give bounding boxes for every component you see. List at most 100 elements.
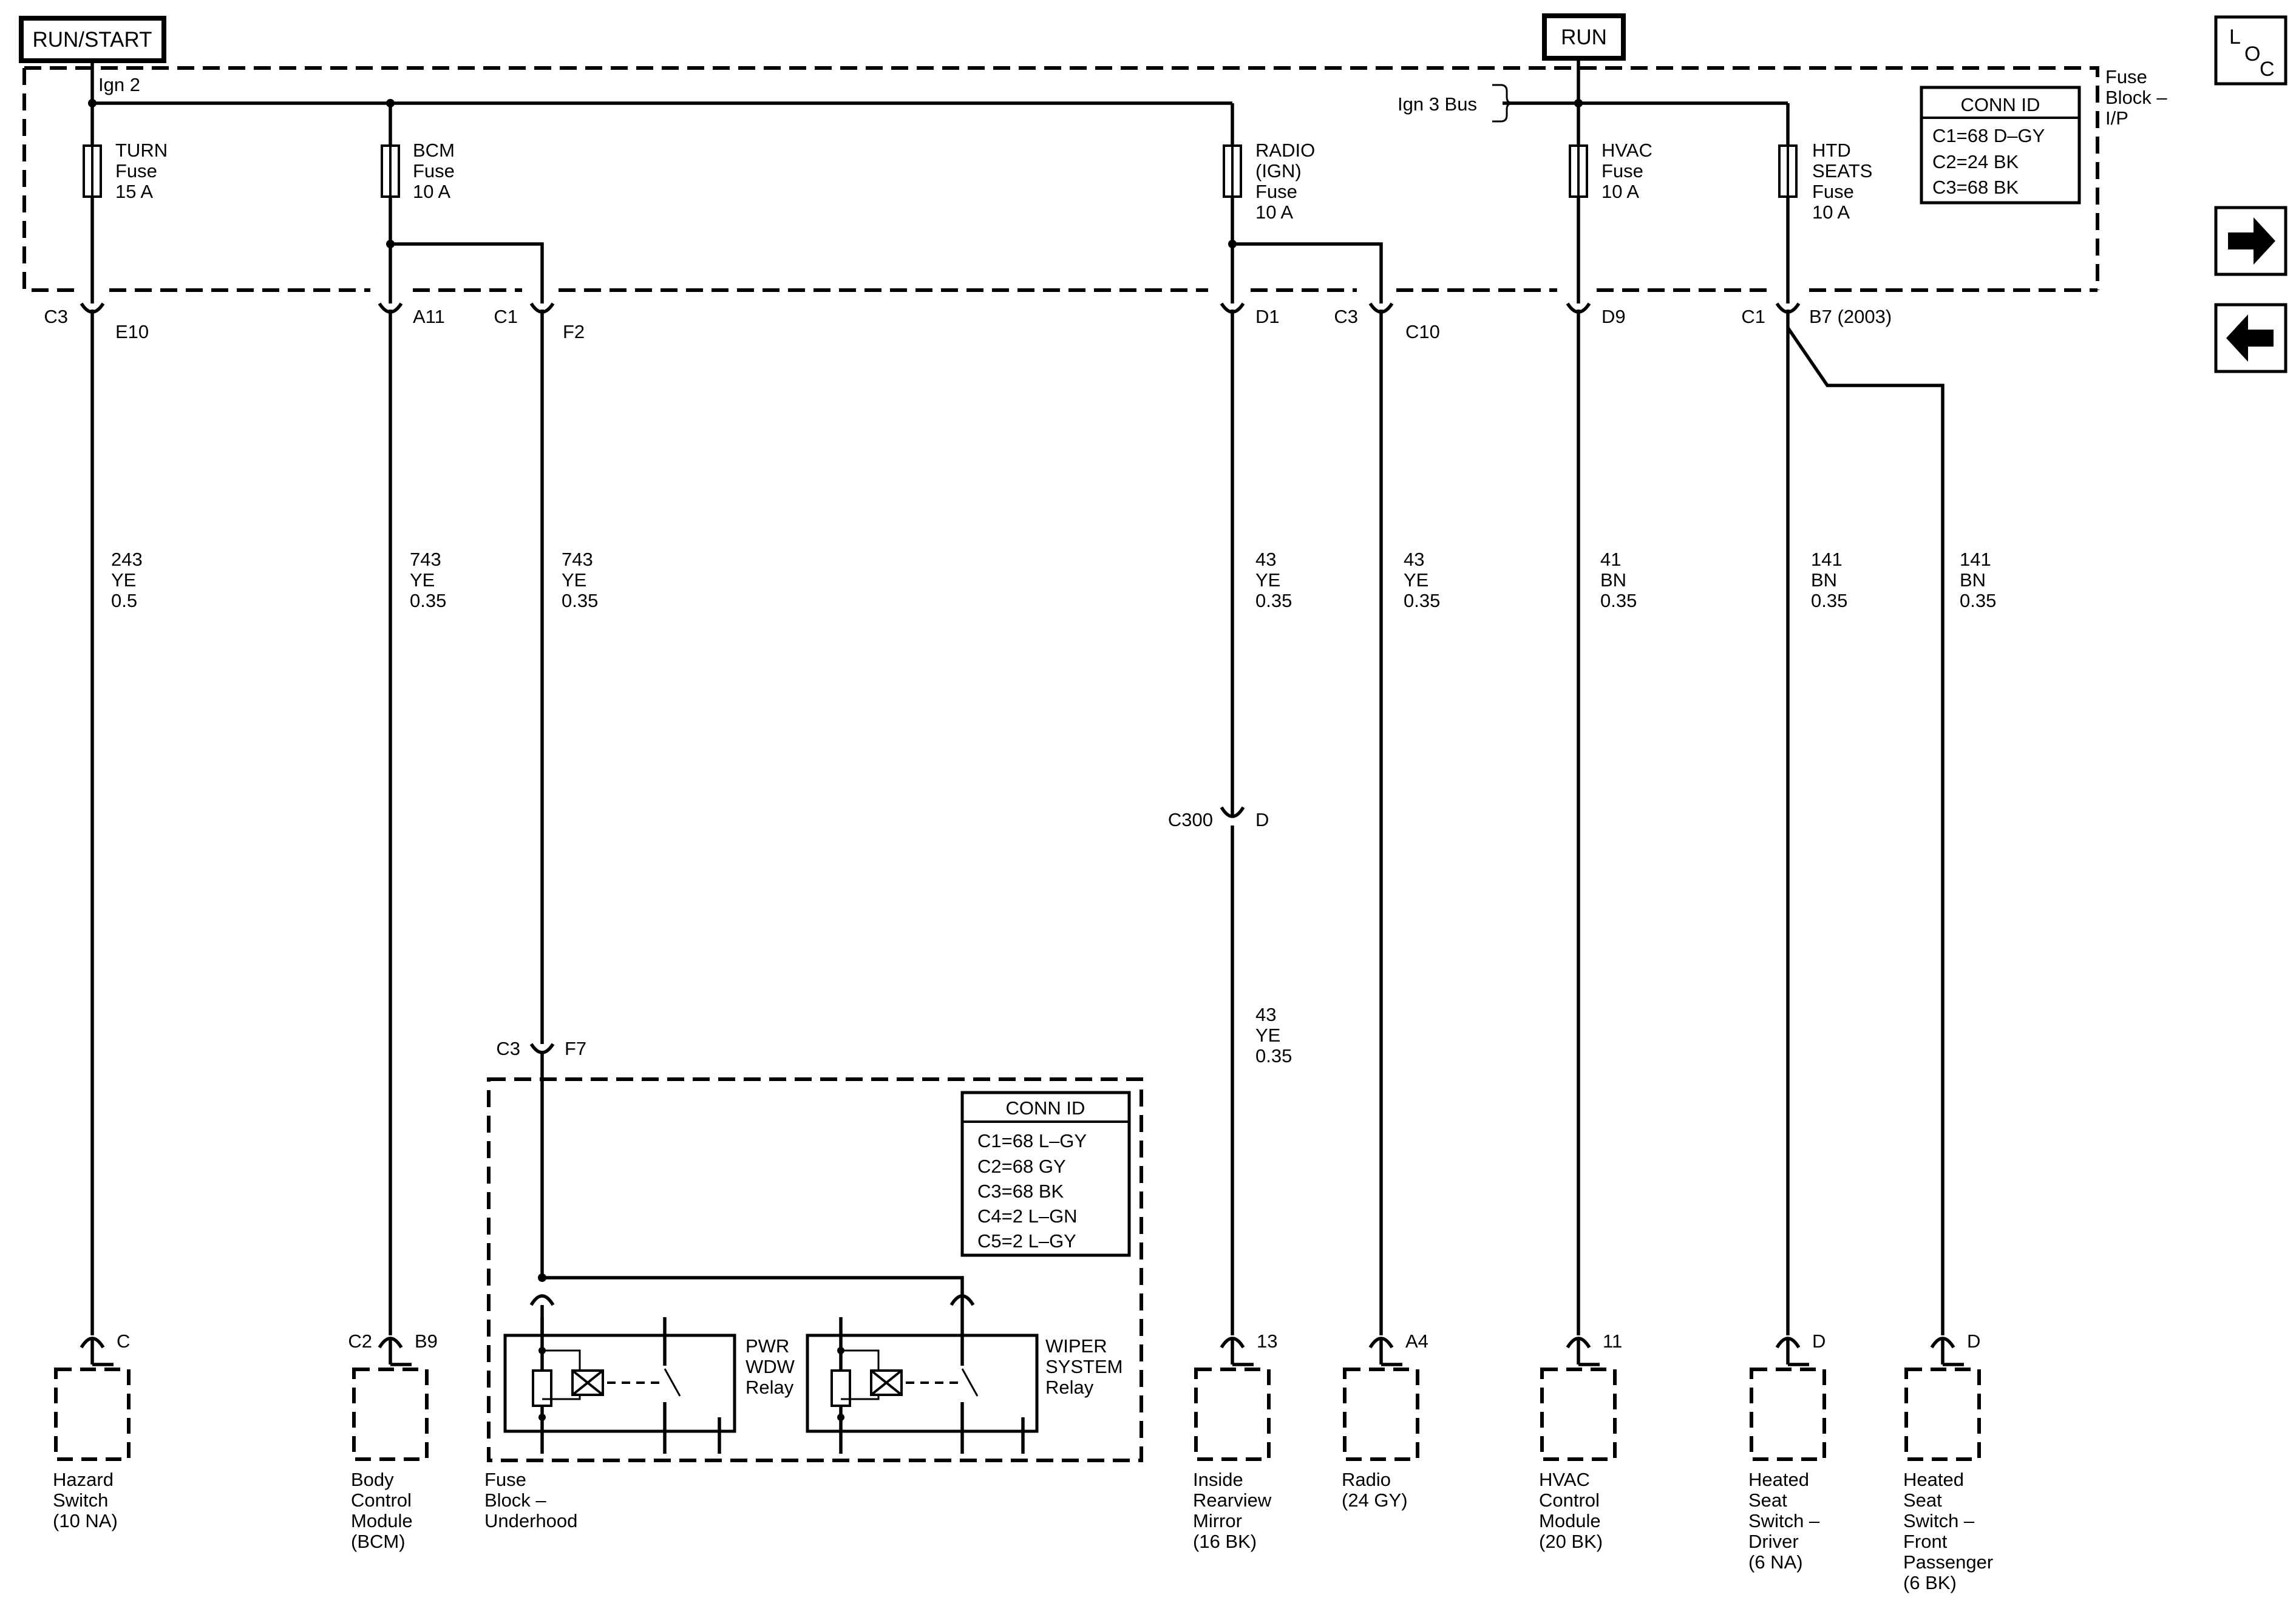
svg-text:Fuse: Fuse — [1812, 181, 1854, 202]
svg-text:YE: YE — [1255, 569, 1280, 591]
svg-text:C3=68 BK: C3=68 BK — [977, 1181, 1064, 1202]
svg-text:C300: C300 — [1168, 809, 1213, 830]
svg-text:D1: D1 — [1255, 306, 1280, 327]
component-label: Seat — [1903, 1490, 1942, 1511]
component-pin: D — [1967, 1331, 1980, 1352]
svg-text:243: 243 — [111, 549, 143, 570]
svg-text:43: 43 — [1255, 549, 1276, 570]
location-view-button[interactable]: L O C — [2214, 15, 2288, 86]
underhood-label-3: Underhood — [484, 1510, 577, 1531]
component-label: (20 BK) — [1539, 1531, 1603, 1552]
fuse-radio-ign: RADIO (IGN) Fuse 10 A — [1223, 103, 1383, 303]
svg-text:C2=68 GY: C2=68 GY — [977, 1156, 1066, 1177]
svg-text:A11: A11 — [413, 306, 445, 327]
svg-text:TURN: TURN — [115, 140, 168, 161]
component-label: Passenger — [1903, 1551, 1993, 1573]
component-label: Radio — [1342, 1469, 1391, 1490]
svg-text:BN: BN — [1600, 569, 1626, 591]
svg-text:WIPER: WIPER — [1045, 1335, 1107, 1357]
underhood-label-2: Block – — [484, 1490, 546, 1511]
wire-label-41: 41 BN 0.35 — [1600, 549, 1637, 611]
svg-text:RADIO: RADIO — [1255, 140, 1315, 161]
conn-id-table-ip: CONN ID C1=68 D–GY C2=24 BK C3=68 BK — [1920, 86, 2081, 205]
component-label: Rearview — [1193, 1490, 1272, 1511]
svg-text:(IGN): (IGN) — [1255, 160, 1302, 181]
component-label: Switch — [53, 1490, 108, 1511]
svg-text:10 A: 10 A — [413, 181, 450, 202]
svg-text:BN: BN — [1960, 569, 1986, 591]
svg-text:43: 43 — [1255, 1004, 1276, 1025]
top-connector-labels: C3 E10 A11 C1 F2 D1 C3 C10 D9 C1 B7 (200… — [44, 306, 1892, 342]
underhood-entry-pin: F7 — [565, 1038, 586, 1059]
fuse-hvac: HVAC Fuse 10 A — [1569, 140, 1652, 202]
svg-text:D: D — [1255, 809, 1269, 830]
svg-text:C5=2 L–GY: C5=2 L–GY — [977, 1230, 1076, 1252]
svg-text:C3=68 BK: C3=68 BK — [1932, 177, 2019, 198]
next-page-button[interactable] — [2214, 206, 2288, 276]
svg-text:0.35: 0.35 — [1255, 1045, 1292, 1066]
fuse-block-ip: Fuse Block – I/P — [22, 66, 2167, 292]
fuse-block-underhood: C3 F7 CONN ID C1=68 L–GY C2=68 GY C3=68 … — [484, 1038, 1143, 1531]
component-pin: D — [1812, 1331, 1826, 1352]
component-label: (16 BK) — [1193, 1531, 1257, 1552]
svg-text:0.35: 0.35 — [1255, 590, 1292, 611]
svg-text:0.5: 0.5 — [111, 590, 137, 611]
component-pin: A4 — [1405, 1331, 1428, 1352]
svg-text:D9: D9 — [1601, 306, 1626, 327]
svg-text:C1: C1 — [1741, 306, 1765, 327]
svg-text:CONN ID: CONN ID — [1961, 94, 2040, 115]
svg-text:41: 41 — [1600, 549, 1621, 570]
svg-text:C3: C3 — [44, 306, 68, 327]
run-start-power-label: RUN/START — [19, 16, 166, 63]
fuse-htd-seats: HTD SEATS Fuse 10 A — [1778, 103, 1872, 303]
svg-text:15 A: 15 A — [115, 181, 153, 202]
component-pin: C — [117, 1331, 130, 1352]
wire-label-141-passenger: 141 BN 0.35 — [1960, 549, 1996, 611]
inline-connector-c300: C300 D — [1168, 795, 1269, 830]
svg-text:Fuse: Fuse — [413, 160, 455, 181]
svg-text:10 A: 10 A — [1255, 202, 1293, 223]
svg-text:C2=24 BK: C2=24 BK — [1932, 151, 2019, 172]
fuse-turn: TURN Fuse 15 A — [83, 140, 168, 202]
component-label: Front — [1903, 1531, 1948, 1552]
relay-pwr-wdw: PWR WDW Relay — [503, 1317, 795, 1454]
svg-text:C3: C3 — [1334, 306, 1358, 327]
svg-text:10 A: 10 A — [1601, 181, 1639, 202]
wire-label-141-driver: 141 BN 0.35 — [1811, 549, 1847, 611]
fuse-block-ip-label-3: I/P — [2105, 107, 2128, 129]
component-label: Module — [1539, 1510, 1601, 1531]
component-label: Control — [351, 1490, 412, 1511]
wire-label-243: 243 YE 0.5 — [111, 549, 143, 611]
svg-text:F2: F2 — [563, 321, 585, 342]
previous-page-button[interactable] — [2214, 303, 2288, 373]
component-label: (6 BK) — [1903, 1572, 1957, 1593]
svg-text:0.35: 0.35 — [410, 590, 446, 611]
wire-label-43-lower: 43 YE 0.35 — [1255, 1004, 1292, 1066]
wire-label-743-underhood: 743 YE 0.35 — [562, 549, 598, 611]
svg-text:Relay: Relay — [1045, 1377, 1094, 1398]
svg-text:0.35: 0.35 — [1600, 590, 1637, 611]
svg-text:Relay: Relay — [746, 1377, 794, 1398]
component-label: Switch – — [1903, 1510, 1975, 1531]
svg-text:Fuse: Fuse — [1255, 181, 1297, 202]
svg-text:YE: YE — [111, 569, 136, 591]
svg-text:E10: E10 — [115, 321, 149, 342]
svg-text:141: 141 — [1811, 549, 1843, 570]
component-label: Inside — [1193, 1469, 1243, 1490]
component-label: (BCM) — [351, 1531, 406, 1552]
wire-label-743-bcm: 743 YE 0.35 — [410, 549, 446, 611]
ign3-label: Ign 3 Bus — [1398, 93, 1477, 115]
svg-text:C1=68 L–GY: C1=68 L–GY — [977, 1130, 1087, 1151]
svg-text:Fuse: Fuse — [115, 160, 157, 181]
svg-text:C4=2 L–GN: C4=2 L–GN — [977, 1205, 1078, 1227]
svg-text:O: O — [2244, 42, 2260, 66]
fuse-block-ip-label-1: Fuse — [2105, 66, 2147, 87]
svg-text:C10: C10 — [1405, 321, 1440, 342]
wire-runs — [90, 327, 1944, 1335]
svg-text:L: L — [2229, 25, 2241, 49]
run-power-label: RUN — [1542, 13, 1626, 61]
